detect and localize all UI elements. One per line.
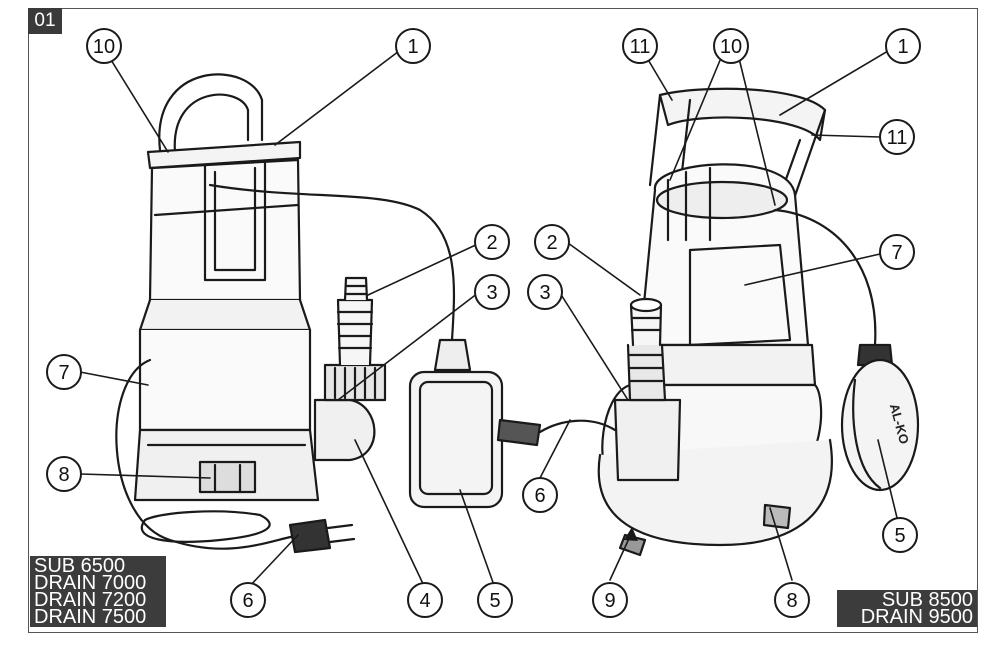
left-model-list: SUB 6500 DRAIN 7000 DRAIN 7200 DRAIN 750… xyxy=(30,556,166,627)
callout-label: 5 xyxy=(894,525,905,547)
model-label: SUB 6500 xyxy=(34,555,126,577)
callout-circle xyxy=(879,234,915,270)
figure-number: 01 xyxy=(28,8,62,34)
model-label: DRAIN 9500 xyxy=(860,606,973,628)
callout-circle xyxy=(474,224,510,260)
callout-circle xyxy=(407,582,443,618)
callout-circle xyxy=(527,274,563,310)
callout-label: 6 xyxy=(534,485,545,507)
model-label: DRAIN 7000 xyxy=(34,572,147,594)
left-pump-illustration xyxy=(115,73,504,554)
model-label: SUB 8500 xyxy=(881,589,973,611)
callout-label: 4 xyxy=(419,590,430,612)
callout-circle xyxy=(522,477,558,513)
right-pump-illustration xyxy=(496,87,920,557)
callout-label: 10 xyxy=(93,36,115,58)
callout-circle xyxy=(46,456,82,492)
callout-circle xyxy=(879,119,915,155)
callout-label: 3 xyxy=(486,282,497,304)
callout-label: 9 xyxy=(604,590,615,612)
callout-label: 6 xyxy=(242,590,253,612)
callout-circle xyxy=(46,354,82,390)
arrowhead xyxy=(624,527,638,541)
model-label: DRAIN 7500 xyxy=(34,606,147,628)
callout-circle xyxy=(474,274,510,310)
callout-label: 5 xyxy=(489,590,500,612)
callout-label: 3 xyxy=(539,282,550,304)
callout-circle xyxy=(622,28,658,64)
callout-label: 2 xyxy=(546,232,557,254)
callout-label: 1 xyxy=(407,36,418,58)
callout-circle xyxy=(882,517,918,553)
callout-circle xyxy=(534,224,570,260)
right-model-list: SUB 8500 DRAIN 9500 xyxy=(837,590,977,627)
callout-label: 11 xyxy=(887,127,908,149)
callout-label: 7 xyxy=(58,362,69,384)
callout-circle xyxy=(230,582,266,618)
callout-label: 1 xyxy=(897,36,908,58)
callout-label: 2 xyxy=(486,232,497,254)
callout-circle xyxy=(86,28,122,64)
callout-circle xyxy=(592,582,628,618)
callout-circle xyxy=(774,582,810,618)
callout-label: 11 xyxy=(630,36,651,58)
callout-circle xyxy=(395,28,431,64)
callout-label: 8 xyxy=(58,464,69,486)
callout-label: 10 xyxy=(720,36,742,58)
figure-frame xyxy=(28,8,978,633)
callout-circle xyxy=(713,28,749,64)
model-label: DRAIN 7200 xyxy=(34,589,147,611)
callout-label: 8 xyxy=(786,590,797,612)
callout-circle xyxy=(885,28,921,64)
callout-label: 7 xyxy=(891,242,902,264)
callout-circle xyxy=(477,582,513,618)
